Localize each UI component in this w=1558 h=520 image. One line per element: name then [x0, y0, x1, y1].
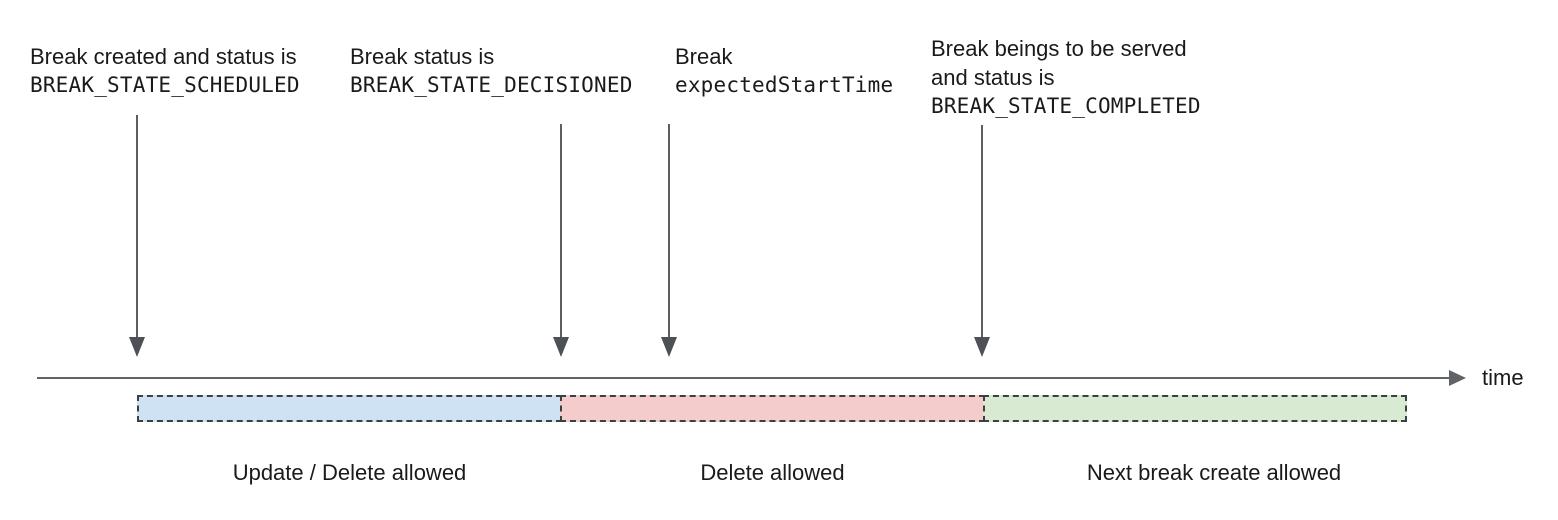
- arrow-down-icon: [129, 337, 145, 357]
- arrow-down-icon: [974, 337, 990, 357]
- event-arrow-line-4: [981, 125, 983, 337]
- annotation-code: BREAK_STATE_SCHEDULED: [30, 73, 300, 97]
- annotation-code: BREAK_STATE_COMPLETED: [931, 94, 1201, 118]
- arrow-down-icon: [661, 337, 677, 357]
- segment-next-break-create-allowed: [983, 395, 1407, 422]
- event-arrow-line-1: [136, 115, 138, 337]
- segment-update-delete-allowed: [137, 395, 562, 422]
- time-axis-line: [37, 377, 1450, 379]
- annotation-text: Break beings to be served: [931, 36, 1187, 61]
- annotation-text: Break: [675, 44, 733, 69]
- segment-label-next-break: Next break create allowed: [1086, 460, 1342, 485]
- arrow-right-icon: [1449, 370, 1466, 386]
- annotation-break-decisioned: Break status is BREAK_STATE_DECISIONED: [350, 42, 633, 100]
- segment-delete-allowed: [560, 395, 985, 422]
- annotation-code: expectedStartTime: [675, 73, 894, 97]
- segment-label-delete: Delete allowed: [700, 460, 845, 485]
- annotation-text: Break status is: [350, 44, 495, 69]
- arrow-down-icon: [553, 337, 569, 357]
- event-arrow-line-2: [560, 124, 562, 337]
- annotation-break-created: Break created and status is BREAK_STATE_…: [30, 42, 300, 100]
- annotation-expected-start-time: Break expectedStartTime: [675, 42, 893, 100]
- annotation-text: Break created and status is: [30, 44, 297, 69]
- time-axis-label: time: [1482, 365, 1524, 390]
- annotation-code: BREAK_STATE_DECISIONED: [350, 73, 633, 97]
- event-arrow-line-3: [668, 124, 670, 337]
- annotation-text: and status is: [931, 65, 1055, 90]
- annotation-break-completed: Break beings to be served and status is …: [931, 34, 1201, 121]
- segment-label-update-delete: Update / Delete allowed: [232, 460, 467, 485]
